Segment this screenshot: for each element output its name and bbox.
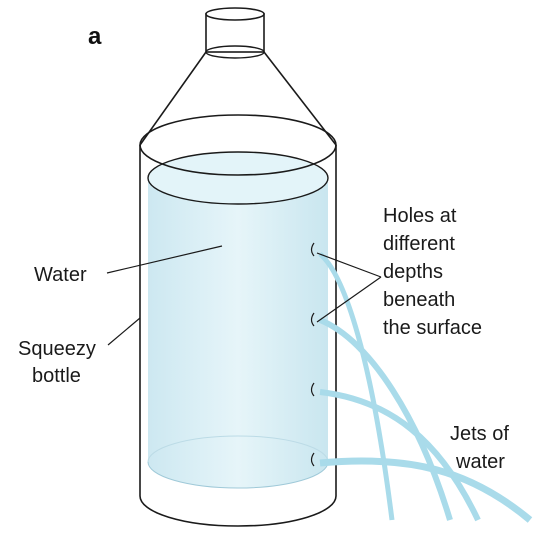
jet-3 [319, 389, 481, 522]
hole-3 [310, 382, 315, 397]
holes-label-line-4: beneath [383, 289, 455, 311]
holes-label: Holes at different depths beneath the su… [383, 205, 482, 339]
bottle-leader [107, 317, 141, 346]
bottle-cylinder [139, 114, 337, 527]
jets-label-line-2: water [455, 451, 505, 473]
hole-2 [310, 312, 315, 327]
holes [310, 242, 315, 467]
jet-4 [319, 457, 533, 523]
jets-label-line-1: Jets of [450, 423, 509, 445]
holes-leader-1 [316, 252, 382, 278]
squeezy-bottle-label-line-1: Squeezy [18, 338, 96, 360]
water-leader [106, 245, 223, 274]
panel-label: a [88, 23, 102, 50]
bottle-neck [139, 7, 337, 146]
squeezy-bottle-label: Squeezy bottle [18, 338, 101, 387]
holes-label-line-5: the surface [383, 317, 482, 339]
water-jets [318, 252, 533, 523]
water-surface [147, 151, 329, 205]
water-label: Water [34, 264, 87, 286]
holes-label-line-2: different [383, 233, 455, 255]
jets-label: Jets of water [450, 423, 514, 473]
holes-label-line-3: depths [383, 261, 443, 283]
holes-leader-2 [316, 276, 382, 323]
jet-2 [318, 317, 453, 521]
leader-lines [106, 245, 382, 346]
hole-1 [310, 242, 315, 257]
hole-4 [310, 452, 315, 467]
holes-label-line-1: Holes at [383, 205, 457, 227]
water-body [147, 151, 329, 489]
squeezy-bottle-label-line-2: bottle [32, 365, 81, 387]
